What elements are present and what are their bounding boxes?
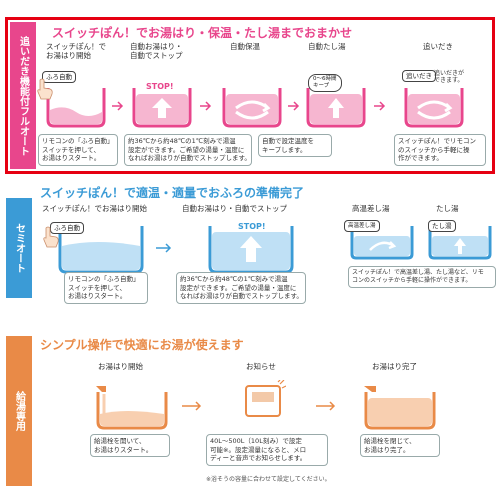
full-auto-desc-4: スイッチぽん！でリモコン のスイッチから手軽に操 作ができます。 bbox=[394, 134, 486, 166]
arrow-right-icon bbox=[288, 101, 300, 111]
full-auto-keep-badge: 0～6時間 キープ bbox=[308, 74, 342, 92]
kyuto-desc-1: 給湯栓を開いて、 お湯はりスタート。 bbox=[90, 434, 170, 457]
full-auto-stop-badge: STOP! bbox=[146, 82, 174, 91]
full-auto-tub-2 bbox=[132, 88, 192, 128]
kyuto-footnote: ※浴そうの容量に合わせて設定してください。 bbox=[206, 476, 331, 483]
kyuto-section: 給湯専用 シンプル操作で快適にお湯が使えます お湯はり開始 お知らせ お湯はり完… bbox=[6, 330, 494, 498]
full-auto-step-3-label: 自動保温 bbox=[230, 42, 260, 51]
full-auto-button-badge: ふろ自動 bbox=[42, 71, 76, 83]
semi-auto-step-1-label: スイッチぽん！でお湯はり開始 bbox=[42, 204, 147, 213]
semi-auto-tub-3 bbox=[350, 226, 414, 260]
full-auto-tub-5 bbox=[404, 88, 464, 128]
arrow-right-icon bbox=[156, 243, 172, 253]
full-auto-desc-2: 約36℃から約48℃の1℃刻みで湯温 設定ができます。ご希望の湯量・温度に なれ… bbox=[124, 134, 252, 166]
full-auto-tub-3 bbox=[222, 88, 282, 128]
full-auto-tab: 追いだき機能付フルオート bbox=[10, 22, 36, 169]
semi-auto-tab: セミオート bbox=[6, 198, 32, 298]
full-auto-desc-3: 自動で設定温度を キープします。 bbox=[258, 134, 332, 157]
kyuto-tab: 給湯専用 bbox=[6, 336, 32, 486]
full-auto-title: スイッチぽん！でお湯はり・保温・たし湯までおまかせ bbox=[52, 26, 353, 40]
kyuto-step-1-label: お湯はり開始 bbox=[98, 362, 143, 371]
full-auto-step-2-label: 自動お湯はり・ 自動でストップ bbox=[130, 42, 183, 60]
full-auto-reheat-badge: 追いだき bbox=[402, 70, 436, 82]
semi-auto-step-3-label: 高温差し湯 bbox=[352, 204, 390, 213]
full-auto-tub-4 bbox=[306, 88, 366, 128]
semi-auto-stop-badge: STOP! bbox=[238, 222, 266, 231]
hand-icon bbox=[37, 78, 53, 100]
hand-icon bbox=[43, 226, 59, 248]
semi-auto-step-2-label: 自動お湯はり・自動でストップ bbox=[182, 204, 287, 213]
kyuto-step-3-label: お湯はり完了 bbox=[372, 362, 417, 371]
full-auto-tab-label: 追いだき機能付フルオート bbox=[17, 35, 29, 156]
full-auto-reheat-caption: 追いだきが できます。 bbox=[434, 70, 465, 84]
arrow-right-icon bbox=[316, 401, 336, 411]
arrow-right-icon bbox=[182, 401, 202, 411]
semi-auto-tub-4 bbox=[428, 226, 492, 260]
full-auto-section: 追いだき機能付フルオート スイッチぽん！でお湯はり・保温・たし湯までおまかせ ス… bbox=[5, 17, 495, 174]
semi-auto-desc-1: リモコンの「ふろ自動」 スイッチを押して、 お湯はりスタート。 bbox=[64, 272, 148, 304]
full-auto-tub-1 bbox=[46, 88, 106, 128]
full-auto-desc-1: リモコンの「ふろ自動」 スイッチを押して、 お湯はりスタート。 bbox=[38, 134, 118, 166]
arrow-right-icon bbox=[374, 101, 386, 111]
full-auto-step-5-label: 追いだき bbox=[423, 42, 453, 51]
full-auto-step-1-label: スイッチぽん！で お湯はり開始 bbox=[46, 42, 106, 60]
semi-auto-hightemp-badge: 高温差し湯 bbox=[344, 220, 380, 232]
kyuto-desc-2: 40L～500L（10L刻み）で設定 可能※。設定湯量になると、メロ ディーと音… bbox=[206, 434, 328, 466]
kyuto-tub-3 bbox=[364, 386, 436, 430]
semi-auto-title: スイッチぽん！で適温・適量でおふろの準備完了 bbox=[40, 186, 305, 200]
semi-auto-tab-label: セミオート bbox=[13, 223, 25, 273]
kyuto-desc-3: 給湯栓を閉じて、 お湯はり完了。 bbox=[360, 434, 440, 457]
semi-auto-step-4-label: たし湯 bbox=[436, 204, 459, 213]
kyuto-title: シンプル操作で快適にお湯が使えます bbox=[40, 338, 244, 352]
semi-auto-section: セミオート スイッチぽん！で適温・適量でおふろの準備完了 スイッチぽん！でお湯は… bbox=[6, 180, 496, 310]
kyuto-tab-label: 給湯専用 bbox=[13, 391, 25, 431]
semi-auto-button-badge: ふろ自動 bbox=[50, 222, 84, 234]
full-auto-step-4-label: 自動たし湯 bbox=[308, 42, 346, 51]
semi-auto-desc-2: 約36℃から約48℃の1℃刻みで湯温 設定ができます。ご希望の湯量・温度に なれ… bbox=[176, 272, 306, 304]
kyuto-tub-1 bbox=[96, 386, 168, 430]
arrow-right-icon bbox=[112, 101, 124, 111]
remote-icon bbox=[245, 380, 286, 417]
kyuto-step-2-label: お知らせ bbox=[246, 362, 276, 371]
arrow-right-icon bbox=[200, 101, 212, 111]
semi-auto-addwater-badge: たし湯 bbox=[428, 220, 456, 232]
semi-auto-desc-3: スイッチぽん！で高温差し湯、たし湯など、リモ コンのスイッチから手軽に操作ができ… bbox=[348, 266, 496, 288]
